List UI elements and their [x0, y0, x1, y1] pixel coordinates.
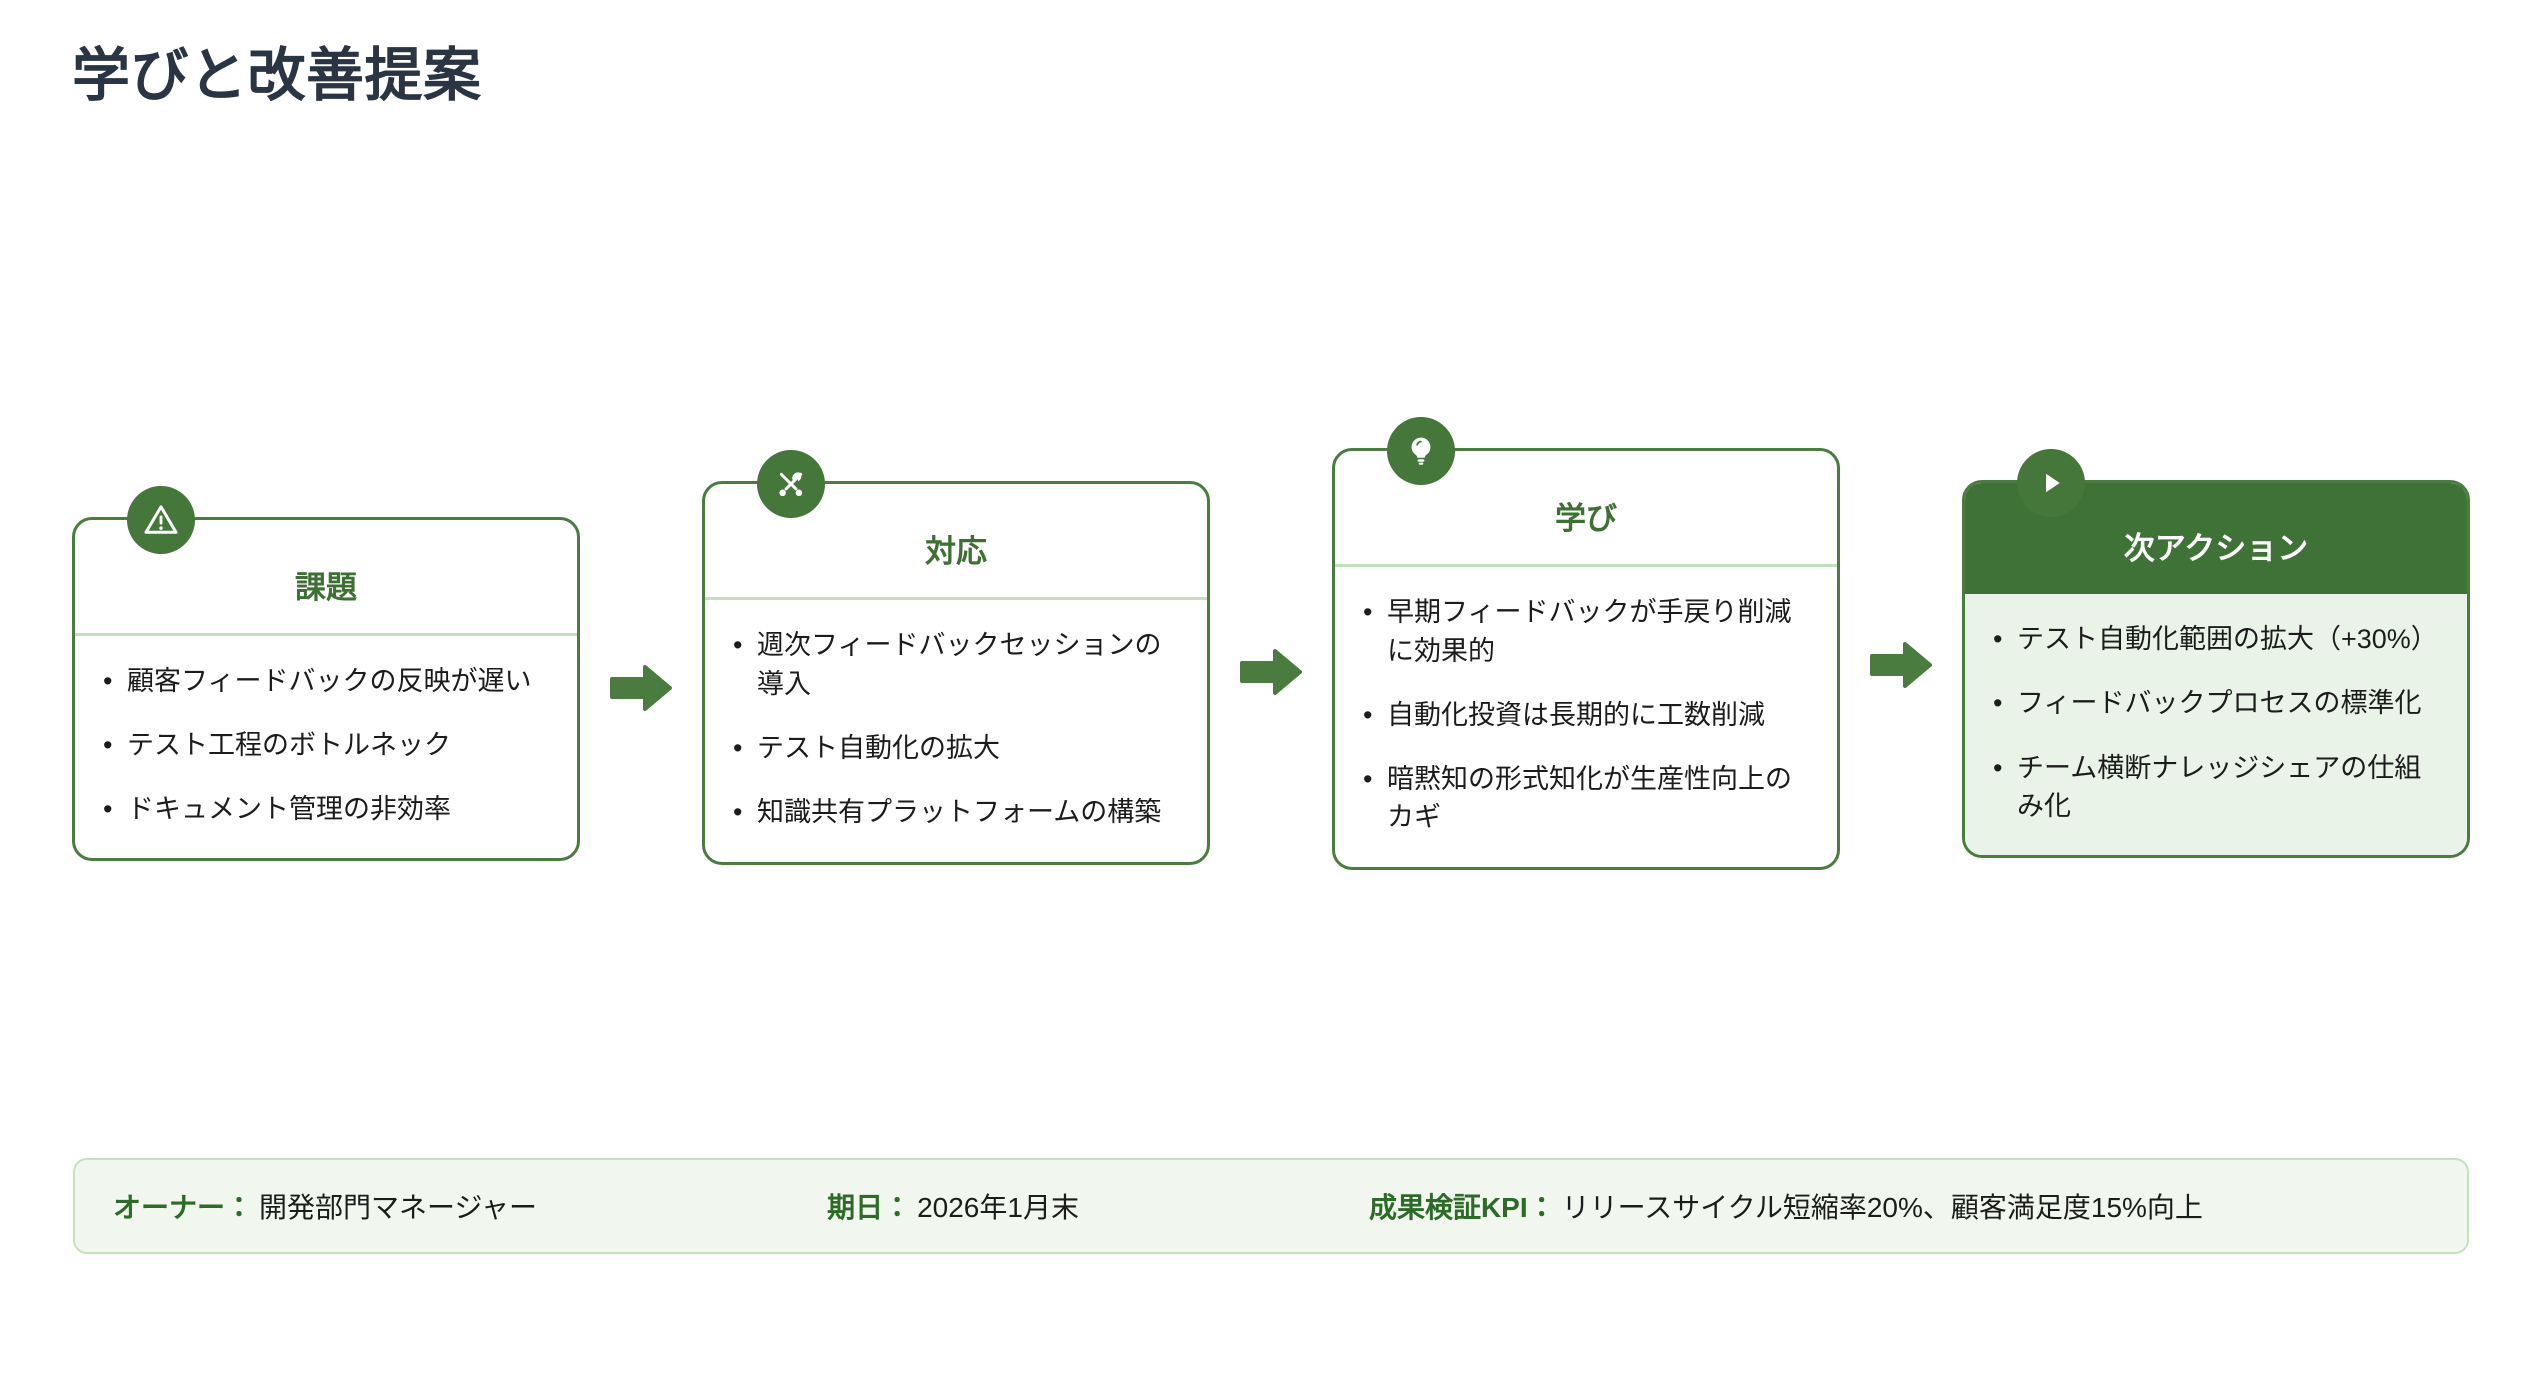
card-learning[interactable]: 学び 早期フィードバックが手戻り削減に効果的 自動化投資は長期的に工数削減 暗黙…	[1332, 417, 1840, 870]
list-item: テスト自動化の拡大	[731, 729, 1181, 768]
list-item: ドキュメント管理の非効率	[101, 790, 551, 829]
footer-due-value: 2026年1月末	[917, 1192, 1079, 1223]
lightbulb-icon	[1387, 417, 1455, 486]
list-item: テスト自動化範囲の拡大（+30%）	[1991, 620, 2441, 659]
flow-step-issue: 課題 顧客フィードバックの反映が遅い テスト工程のボトルネック ドキュメント管理…	[72, 400, 580, 960]
card-title-issue: 課題	[75, 520, 577, 636]
footer-kpi-value: リリースサイクル短縮率20%、顧客満足度15%向上	[1561, 1192, 2203, 1223]
play-triangle-icon	[2017, 448, 2085, 517]
card-body-action: 週次フィードバックセッションの導入 テスト自動化の拡大 知識共有プラットフォーム…	[705, 600, 1207, 861]
list-item: 暗黙知の形式知化が生産性向上のカギ	[1361, 760, 1811, 837]
list-item: テスト工程のボトルネック	[101, 726, 551, 765]
arrow-right-icon	[608, 408, 674, 968]
card-body-next-action: テスト自動化範囲の拡大（+30%） フィードバックプロセスの標準化 チーム横断ナ…	[1965, 593, 2467, 856]
card-action[interactable]: 対応 週次フィードバックセッションの導入 テスト自動化の拡大 知識共有プラットフ…	[702, 450, 1210, 865]
footer-owner-label: オーナー：	[113, 1192, 254, 1223]
page-title: 学びと改善提案	[72, 43, 482, 108]
card-body-learning: 早期フィードバックが手戻り削減に効果的 自動化投資は長期的に工数削減 暗黙知の形…	[1335, 567, 1837, 867]
list-item: 顧客フィードバックの反映が遅い	[101, 662, 551, 701]
flow-step-action: 対応 週次フィードバックセッションの導入 テスト自動化の拡大 知識共有プラットフ…	[702, 400, 1210, 960]
card-next-action[interactable]: 次アクション テスト自動化範囲の拡大（+30%） フィードバックプロセスの標準化…	[1962, 448, 2470, 859]
footer-owner: オーナー： 開発部門マネージャー	[113, 1186, 537, 1226]
flow-step-learning: 学び 早期フィードバックが手戻り削減に効果的 自動化投資は長期的に工数削減 暗黙…	[1332, 400, 1840, 960]
flow-step-next-action: 次アクション テスト自動化範囲の拡大（+30%） フィードバックプロセスの標準化…	[1962, 400, 2470, 960]
footer-due-date: 期日： 2026年1月末	[827, 1186, 1079, 1226]
footer-due-label: 期日：	[827, 1192, 912, 1223]
card-title-action: 対応	[705, 484, 1207, 601]
card-body-issue: 顧客フィードバックの反映が遅い テスト工程のボトルネック ドキュメント管理の非効…	[75, 636, 577, 859]
arrow-right-icon	[1238, 392, 1304, 952]
card-title-learning: 学び	[1335, 451, 1837, 568]
tools-icon	[757, 450, 825, 519]
list-item: 知識共有プラットフォームの構築	[731, 793, 1181, 832]
footer-kpi-label: 成果検証KPI：	[1368, 1192, 1556, 1223]
list-item: チーム横断ナレッジシェアの仕組み化	[1991, 749, 2441, 826]
footer-kpi: 成果検証KPI： リリースサイクル短縮率20%、顧客満足度15%向上	[1369, 1186, 2203, 1226]
footer-meta-bar: オーナー： 開発部門マネージャー 期日： 2026年1月末 成果検証KPI： リ…	[73, 1158, 2469, 1254]
flow-diagram: 課題 顧客フィードバックの反映が遅い テスト工程のボトルネック ドキュメント管理…	[72, 400, 2470, 960]
footer-owner-value: 開発部門マネージャー	[259, 1192, 538, 1223]
list-item: 早期フィードバックが手戻り削減に効果的	[1361, 593, 1811, 670]
card-issue[interactable]: 課題 顧客フィードバックの反映が遅い テスト工程のボトルネック ドキュメント管理…	[72, 485, 580, 862]
list-item: フィードバックプロセスの標準化	[1991, 684, 2441, 723]
list-item: 自動化投資は長期的に工数削減	[1361, 696, 1811, 735]
list-item: 週次フィードバックセッションの導入	[731, 626, 1181, 703]
arrow-right-icon	[1868, 385, 1934, 945]
warning-triangle-icon	[127, 485, 195, 554]
